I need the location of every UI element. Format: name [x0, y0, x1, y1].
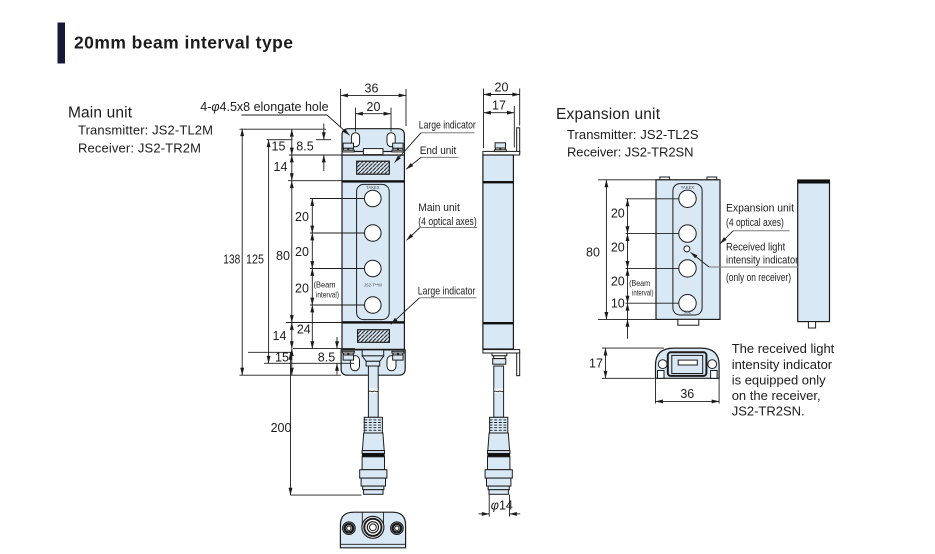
svg-text:intensity indicator: intensity indicator	[726, 255, 799, 267]
svg-text:200: 200	[271, 421, 292, 435]
svg-text:interval): interval)	[632, 288, 654, 298]
svg-text:TAKEX: TAKEX	[366, 185, 380, 190]
svg-text:20: 20	[295, 245, 309, 259]
svg-text:(only on receiver): (only on receiver)	[726, 272, 791, 284]
svg-text:20: 20	[295, 282, 309, 296]
svg-text:Receiver: JS2-TR2SN: Receiver: JS2-TR2SN	[567, 145, 694, 160]
svg-text:Receiver: JS2-TR2M: Receiver: JS2-TR2M	[78, 141, 201, 156]
svg-text:interval): interval)	[316, 289, 339, 299]
svg-text:Received light: Received light	[726, 242, 785, 254]
svg-text:20: 20	[611, 241, 625, 255]
svg-text:is equipped only: is equipped only	[732, 372, 826, 387]
svg-text:138: 138	[223, 253, 240, 267]
svg-text:20: 20	[367, 100, 381, 114]
svg-text:4-φ4.5x8 elongate hole: 4-φ4.5x8 elongate hole	[200, 100, 328, 114]
svg-text:14: 14	[273, 329, 287, 343]
svg-text:8.5: 8.5	[296, 139, 313, 153]
svg-text:Large indicator: Large indicator	[418, 286, 476, 298]
svg-text:TAKEX: TAKEX	[681, 185, 695, 190]
svg-text:Transmitter: JS2-TL2M: Transmitter: JS2-TL2M	[78, 123, 213, 138]
svg-text:Transmitter: JS2-TL2S: Transmitter: JS2-TL2S	[567, 127, 699, 142]
svg-text:80: 80	[586, 246, 600, 260]
svg-text:JS2-T**M: JS2-T**M	[364, 283, 382, 288]
svg-text:20mm beam interval type: 20mm beam interval type	[74, 33, 293, 53]
svg-text:JS2-TR2SN.: JS2-TR2SN.	[732, 404, 805, 419]
svg-text:(4 optical axes): (4 optical axes)	[418, 216, 476, 228]
svg-text:20: 20	[611, 275, 625, 289]
svg-text:8.5: 8.5	[318, 350, 335, 364]
svg-text:20: 20	[295, 210, 309, 224]
svg-text:Main unit: Main unit	[418, 202, 460, 214]
svg-text:(Beam: (Beam	[314, 280, 336, 290]
svg-text:24: 24	[297, 322, 311, 336]
svg-text:14: 14	[274, 160, 288, 174]
svg-text:20: 20	[611, 207, 625, 221]
svg-text:15: 15	[272, 139, 286, 153]
svg-text:End unit: End unit	[420, 145, 457, 157]
svg-text:20: 20	[495, 81, 509, 95]
svg-text:80: 80	[276, 249, 290, 263]
svg-text:The received light: The received light	[732, 341, 835, 356]
svg-text:36: 36	[365, 82, 379, 96]
svg-text:Main unit: Main unit	[68, 105, 133, 122]
svg-text:10: 10	[611, 297, 625, 311]
svg-text:15: 15	[275, 350, 289, 364]
svg-text:17: 17	[589, 357, 603, 371]
svg-text:intensity indicator: intensity indicator	[732, 357, 833, 372]
svg-text:Large indicator: Large indicator	[419, 119, 476, 131]
svg-text:(Beam: (Beam	[629, 278, 650, 288]
svg-text:(4 optical axes): (4 optical axes)	[726, 217, 784, 229]
svg-text:17: 17	[492, 98, 506, 112]
svg-text:Expansion unit: Expansion unit	[556, 106, 661, 123]
svg-text:Expansion unit: Expansion unit	[726, 203, 794, 215]
svg-text:on the receiver,: on the receiver,	[732, 388, 821, 403]
svg-text:φ14: φ14	[491, 498, 513, 512]
svg-text:JS2: JS2	[684, 310, 692, 315]
svg-text:36: 36	[680, 387, 694, 401]
svg-text:125: 125	[246, 253, 264, 267]
